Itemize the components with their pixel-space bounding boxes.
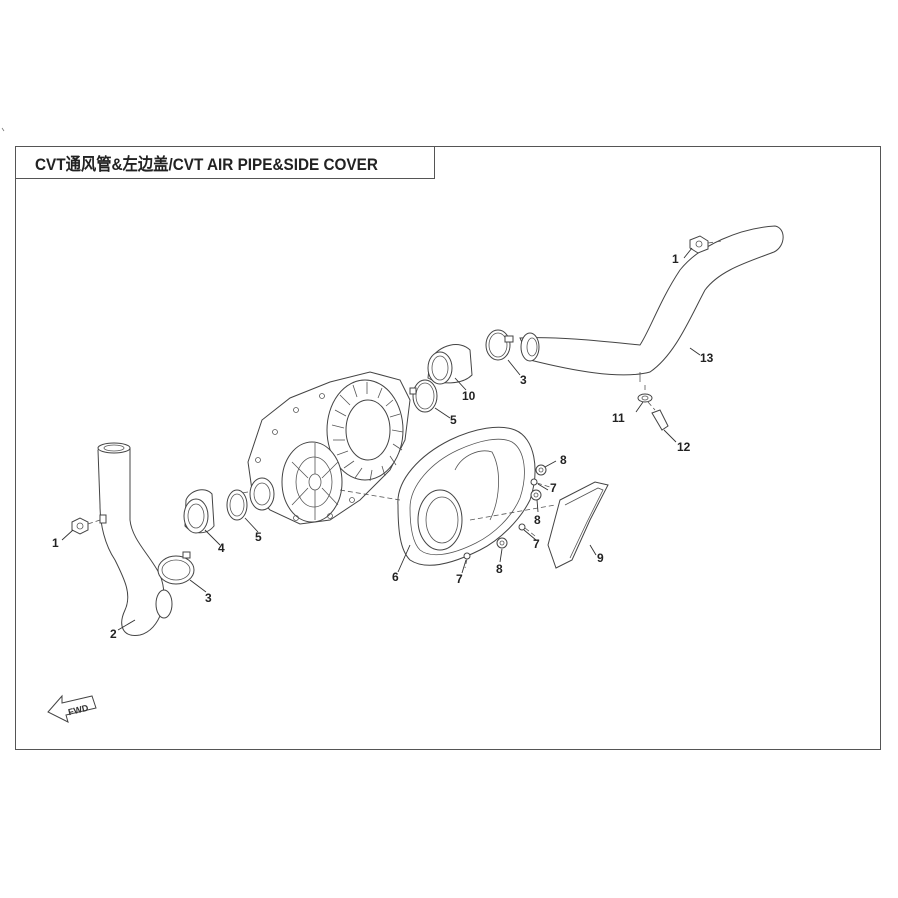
callout-3-upper: 3 bbox=[520, 373, 527, 387]
part-1-nut-upper bbox=[689, 235, 723, 254]
part-13-air-pipe bbox=[519, 225, 784, 382]
callouts: 1 13 3 10 5 11 12 8 7 8 7 9 8 7 6 5 4 3 … bbox=[52, 252, 714, 641]
title-box: CVT通风管&左边盖/CVT AIR PIPE&SIDE COVER bbox=[15, 146, 435, 179]
callout-7-mid: 7 bbox=[533, 537, 540, 551]
diagram-title: CVT通风管&左边盖/CVT AIR PIPE&SIDE COVER bbox=[35, 154, 378, 174]
part-2-air-pipe bbox=[97, 442, 173, 636]
part-3-clamp-upper bbox=[485, 329, 514, 361]
callout-10: 10 bbox=[462, 389, 476, 403]
callout-1-upper: 1 bbox=[672, 252, 679, 266]
part-6-side-cover bbox=[397, 426, 536, 566]
part-5-clamp-upper bbox=[409, 379, 438, 413]
callout-12: 12 bbox=[677, 440, 691, 454]
part-3-clamp-lower bbox=[157, 551, 195, 585]
callout-5-lower: 5 bbox=[255, 530, 262, 544]
callout-1-lower: 1 bbox=[52, 536, 59, 550]
cvt-housing bbox=[247, 371, 411, 525]
callout-6: 6 bbox=[392, 570, 399, 584]
part-5-clamp-lower bbox=[226, 489, 248, 521]
callout-5-upper: 5 bbox=[450, 413, 457, 427]
part-12-plug bbox=[647, 401, 669, 431]
leader-lines bbox=[61, 247, 701, 631]
callout-3-lower: 3 bbox=[205, 591, 212, 605]
diagram-frame bbox=[15, 146, 881, 750]
callout-9: 9 bbox=[597, 551, 604, 565]
callout-8-bottom: 8 bbox=[496, 562, 503, 576]
part-11-clip bbox=[637, 385, 653, 403]
callout-13: 13 bbox=[700, 351, 714, 365]
callout-7-bottom: 7 bbox=[456, 572, 463, 586]
part-8-grommets bbox=[496, 464, 547, 549]
callout-8-top: 8 bbox=[560, 453, 567, 467]
callout-2: 2 bbox=[110, 627, 117, 641]
part-1-nut-lower bbox=[71, 514, 107, 535]
part-9-intake-duct bbox=[547, 481, 609, 569]
part-4-boot bbox=[183, 489, 215, 534]
fwd-label: FWD bbox=[67, 702, 90, 717]
callout-11: 11 bbox=[612, 411, 625, 425]
callout-7-top: 7 bbox=[550, 481, 557, 495]
callout-8-mid: 8 bbox=[534, 513, 541, 527]
part-7-bolts bbox=[463, 478, 551, 569]
part-10-boot bbox=[427, 344, 473, 385]
fwd-arrow: FWD bbox=[47, 694, 97, 723]
callout-4: 4 bbox=[218, 541, 225, 555]
